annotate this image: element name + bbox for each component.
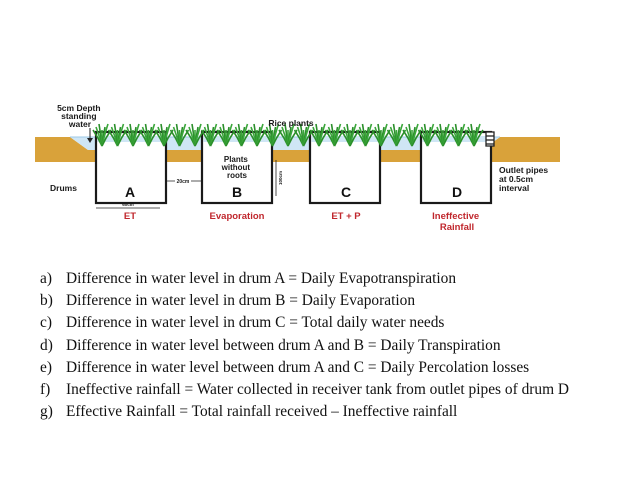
note-item: e) Difference in water level between drum… [40,357,569,379]
rice-plant [278,123,298,147]
rice-plant [371,123,391,147]
note-text: Difference in water level between drum A… [66,336,501,354]
rice-plant [247,123,267,147]
note-item: g) Effective Rainfall = Total rainfall re… [40,401,569,423]
drum [94,130,168,205]
svg-text:60cm: 60cm [122,202,134,207]
note-item: c) Difference in water level in drum C = … [40,312,569,334]
note-marker: e) [40,358,52,376]
rice-plant [123,123,143,147]
plants-without-roots-label: Plants without roots [221,155,253,180]
water-depth-arrowhead [87,138,93,143]
rice-plant [262,123,283,147]
note-item: d) Difference in water level between drum… [40,335,569,357]
drum-letter: D [452,184,462,200]
rice-plant [185,123,205,147]
note-text: Effective Rainfall = Total rainfall rece… [66,403,458,421]
note-text: Difference in water level between drum A… [66,358,530,376]
note-marker: a) [40,270,52,287]
drum-letter: B [232,184,242,200]
spacing-dimension: 20cm [167,177,201,185]
rice-plant [433,123,453,147]
note-marker: b) [40,292,53,310]
svg-text:20cm: 20cm [177,179,190,185]
svg-text:100cm: 100cm [278,171,283,185]
rice-plant [293,123,314,147]
note-text: Difference in water level in drum C = To… [66,314,445,332]
drum-experiment-diagram: 5cm Depth standing water Rice plants Pla… [35,103,560,233]
note-marker: f) [40,381,51,399]
note-text: Difference in water level in drum A = Da… [66,270,457,287]
rice-plants-label: Rice plants [268,118,314,128]
drum-caption: Evaporation [210,211,265,222]
notes-list: a) Difference in water level in drum A = … [40,268,569,423]
drum-letter: A [125,184,135,200]
note-text: Ineffective rainfall = Water collected i… [66,381,570,399]
drum-labels: A B C D ET Evaporation ET + P Ineffectiv… [124,184,482,233]
note-text: Difference in water level in drum B = Da… [66,292,416,310]
note-item: b) Difference in water level in drum B = … [40,290,569,312]
rice-plant [417,123,438,147]
rice-plant [216,123,236,147]
drum-caption: ET + P [331,211,361,222]
rice-plant [138,123,159,147]
drum-caption: Ineffective Rainfall [432,211,482,233]
drum [200,130,274,205]
height-dimension: 100cm [275,160,283,196]
note-item: f) Ineffective rainfall = Water collected… [40,379,569,401]
outlet-pipes-label: Outlet pipes at 0.5cm interval [499,165,551,193]
note-marker: d) [40,336,53,354]
drum-letter: C [341,184,351,200]
rice-plant [464,123,484,147]
rice-plants [92,123,484,147]
width-dimension: 60cm [96,202,160,209]
drum-water [311,136,379,142]
rice-plant [107,123,128,147]
drum-caption: ET [124,211,136,222]
note-marker: c) [40,314,52,332]
note-marker: g) [40,403,53,421]
drums-label: Drums [50,183,77,193]
outlet-pipes [485,131,495,147]
drum [419,130,493,205]
standing-water-label: 5cm Depth standing water [57,103,103,129]
drum-water [203,136,271,142]
note-item: a) Difference in water level in drum A = … [40,268,569,290]
